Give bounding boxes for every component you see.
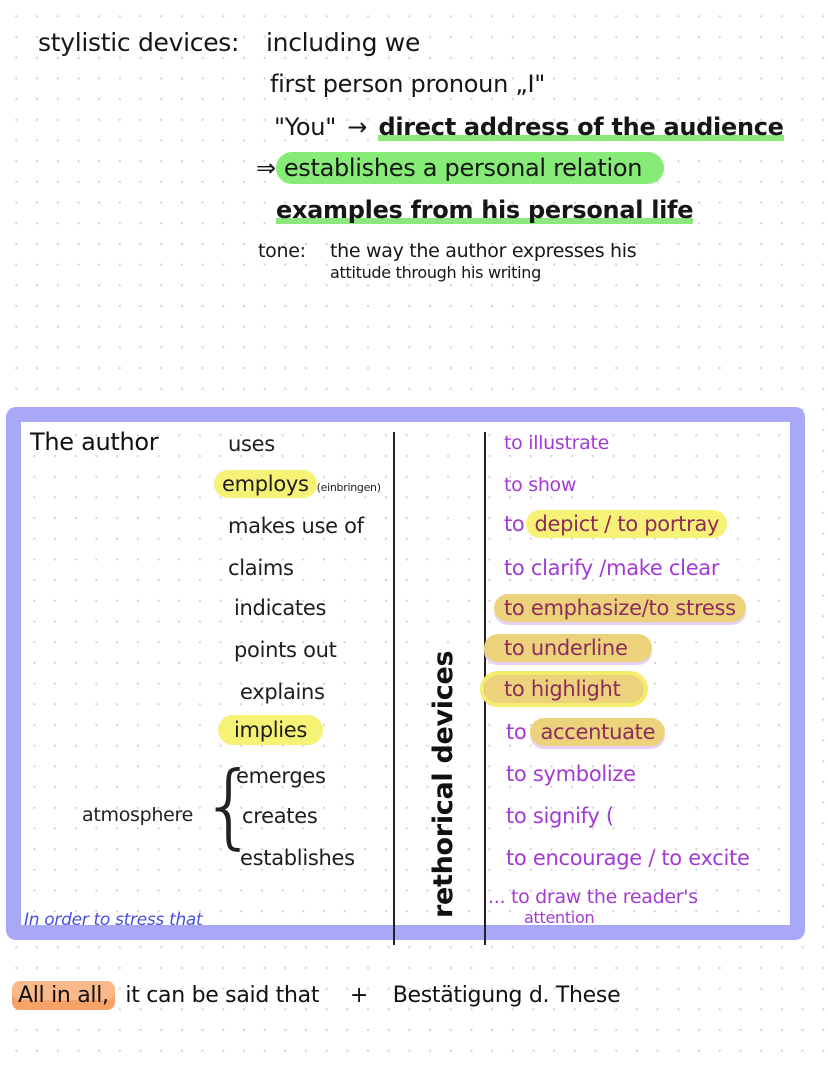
double-arrow-icon: ⇒ bbox=[256, 154, 276, 182]
purpose-draw-attention: ... to draw the reader's bbox=[488, 886, 698, 908]
brace-icon: { bbox=[200, 752, 259, 859]
employs-note: (einbringen) bbox=[316, 481, 381, 494]
note-examples-text: examples from his personal life bbox=[276, 196, 694, 224]
verb-establishes: establishes bbox=[240, 846, 355, 870]
phrase-frame bbox=[6, 407, 805, 945]
note-you-line: "You" → direct address of the audience bbox=[274, 113, 784, 141]
highlight-emphasize: to emphasize/to stress bbox=[494, 594, 746, 622]
label-atmosphere: atmosphere bbox=[82, 804, 194, 826]
highlight-employs: employs bbox=[214, 470, 317, 498]
note-tone-text-1: the way the author expresses his bbox=[330, 240, 637, 262]
verb-explains: explains bbox=[240, 680, 325, 704]
purpose-illustrate: to illustrate bbox=[504, 432, 610, 454]
heading-stylistic-devices: stylistic devices: bbox=[38, 28, 240, 57]
conclusion-tail: Bestätigung d. These bbox=[392, 983, 621, 1008]
highlight-establishes-relation: establishes a personal relation bbox=[275, 152, 665, 184]
verb-emerges: emerges bbox=[236, 764, 326, 788]
highlight-accentuate: accentuate bbox=[530, 718, 666, 746]
label-rhetorical-devices: rethorical devices bbox=[428, 650, 459, 918]
purpose-underline: to underline bbox=[484, 634, 652, 662]
phrase-frame-inner bbox=[21, 422, 790, 945]
purpose-signify: to signify ( bbox=[506, 804, 614, 828]
note-direct-address: direct address of the audience bbox=[378, 113, 784, 141]
divider-line-left bbox=[393, 432, 395, 945]
purpose-encourage: to encourage / to excite bbox=[506, 846, 750, 870]
purpose-show: to show bbox=[504, 474, 577, 496]
purpose-symbolize: to symbolize bbox=[506, 762, 636, 786]
verb-claims: claims bbox=[228, 556, 294, 580]
arrow-right-icon: → bbox=[347, 113, 368, 141]
purpose-depict-to: to bbox=[504, 512, 525, 536]
purpose-accentuate-to: to bbox=[506, 720, 527, 744]
purpose-clarify: to clarify /make clear bbox=[504, 556, 720, 580]
note-establishes-line: ⇒establishes a personal relation bbox=[256, 152, 665, 184]
verb-points-out: points out bbox=[234, 638, 337, 662]
verb-indicates: indicates bbox=[234, 596, 327, 620]
conclusion-line: All in all, it can be said that + Bestät… bbox=[12, 981, 621, 1010]
conclusion-phrase: it can be said that bbox=[125, 983, 320, 1008]
highlight-all-in-all: All in all, bbox=[12, 981, 115, 1010]
note-tone-text-2: attitude through his writing bbox=[330, 263, 541, 282]
note-first-person: first person pronoun „I" bbox=[270, 70, 545, 98]
highlight-highlight: to highlight bbox=[484, 675, 645, 703]
note-including-we: including we bbox=[266, 28, 421, 57]
highlight-depict-portray: depict / to portray bbox=[526, 510, 728, 538]
note-you: "You" bbox=[274, 113, 336, 141]
purpose-highlight: to highlight bbox=[484, 675, 645, 703]
verb-makes-use-of: makes use of bbox=[228, 514, 364, 538]
purpose-attention: attention bbox=[524, 908, 595, 927]
note-in-order-to-stress: In order to stress that bbox=[24, 910, 203, 930]
highlight-implies: implies bbox=[218, 715, 324, 745]
verb-implies: implies bbox=[218, 715, 324, 745]
subject-the-author: The author bbox=[30, 428, 159, 456]
purpose-emphasize: to emphasize/to stress bbox=[494, 594, 746, 622]
verb-creates: creates bbox=[242, 804, 318, 828]
verb-employs: employs(einbringen) bbox=[214, 470, 381, 498]
verb-uses: uses bbox=[228, 432, 275, 456]
note-examples: examples from his personal life bbox=[276, 196, 693, 224]
note-tone-label: tone: bbox=[258, 240, 306, 262]
highlight-underline: to underline bbox=[484, 634, 652, 662]
plus-sign: + bbox=[349, 983, 368, 1008]
